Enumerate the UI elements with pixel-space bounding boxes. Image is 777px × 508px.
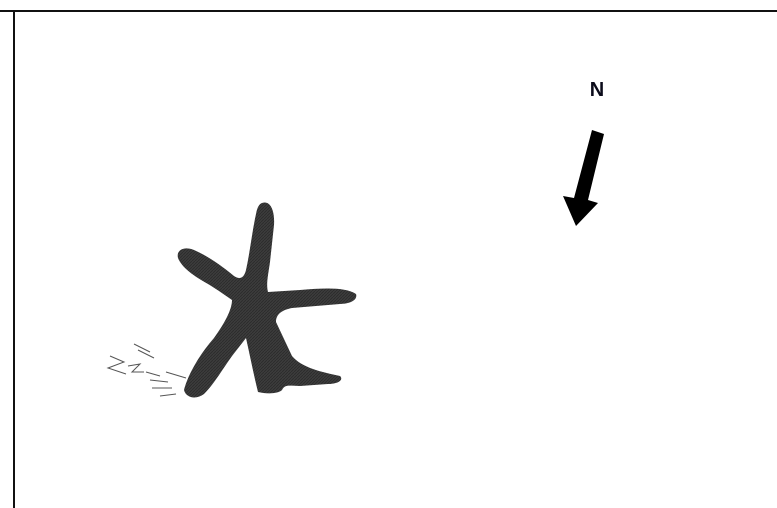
north-label: N <box>585 80 609 100</box>
starfish-shape-icon <box>178 202 357 397</box>
north-arrow-icon <box>563 130 604 226</box>
hatch-marks-icon <box>108 344 186 396</box>
